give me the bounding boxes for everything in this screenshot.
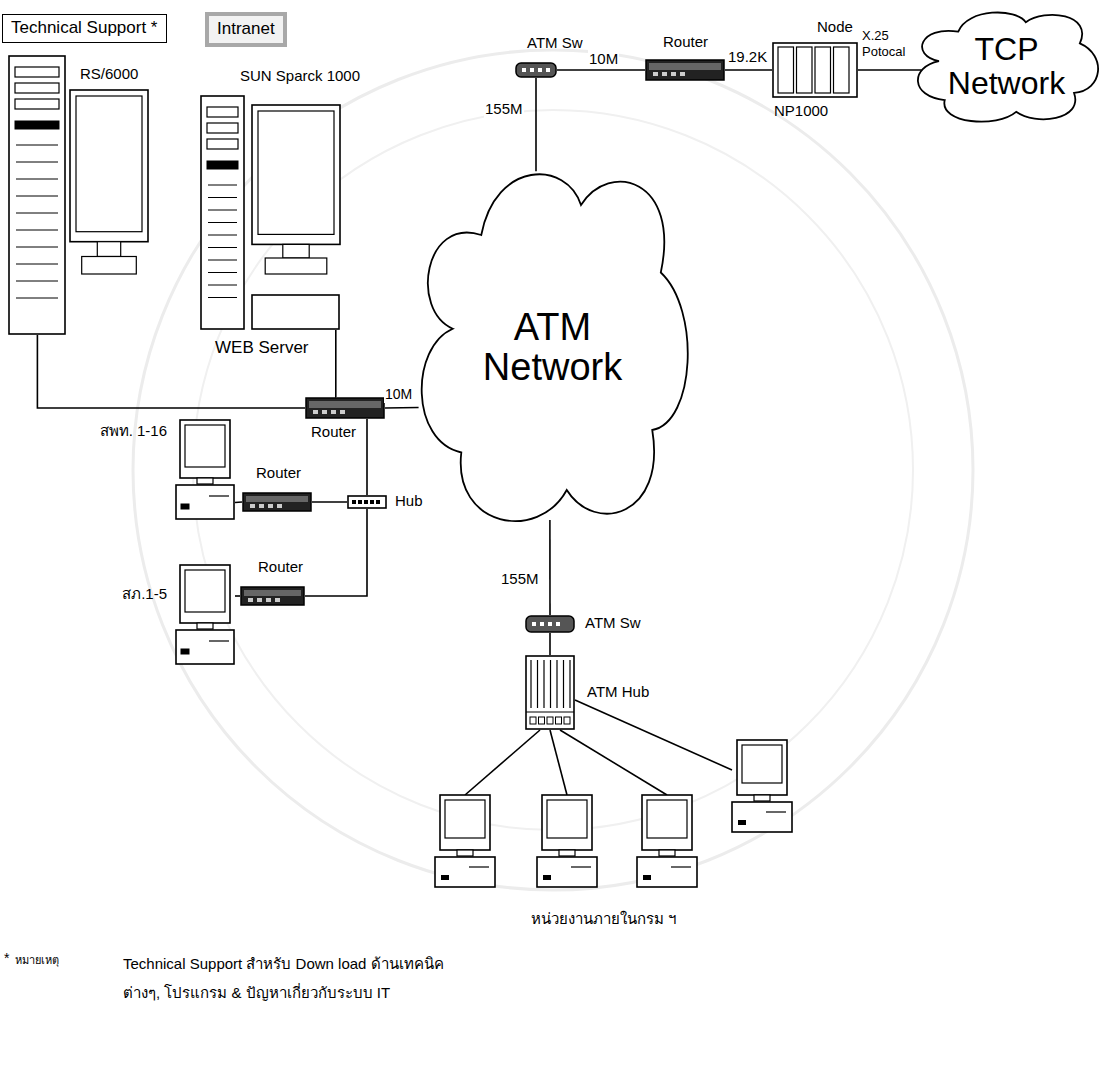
link-speed: 19.2K: [727, 48, 768, 66]
network-link: [366, 419, 368, 495]
network-link: [235, 595, 240, 597]
network-link: [858, 69, 922, 71]
note-text: Technical Support สำหรับ Down load ด้านเ…: [122, 950, 454, 1007]
node-label: Router: [258, 558, 303, 576]
network-link: [725, 69, 772, 71]
node-label: ATM Network: [468, 308, 638, 388]
atmhub-icon: [525, 655, 575, 730]
node-label: Router: [311, 423, 356, 441]
group-caption: หน่วยงานภายในกรม ฯ: [530, 910, 677, 928]
node-label: Router: [256, 464, 301, 482]
node-label: Node: [817, 18, 853, 36]
pc-icon: [732, 740, 792, 832]
node-label: TCP Network: [942, 33, 1072, 100]
link-speed: 155M: [484, 100, 524, 118]
link-speed: 10M: [384, 386, 413, 403]
node-label: ATM Hub: [587, 683, 649, 701]
sun-icon: [200, 95, 340, 330]
rack-icon: [772, 42, 858, 98]
atm-switch: ATM Sw: [515, 62, 557, 78]
pc-icon: [435, 795, 495, 887]
router-device: Router: [305, 397, 385, 419]
pc-icon: [175, 565, 235, 665]
router-icon: [240, 586, 305, 606]
network-link: [535, 78, 537, 171]
node-label: Hub: [395, 492, 423, 510]
router-icon: [645, 59, 725, 81]
seal-watermark: [133, 50, 973, 890]
node-label: RS/6000: [80, 65, 138, 83]
server-computer: SUN Sparck 1000WEB Server: [200, 95, 340, 330]
node-label: Technical Support *: [11, 18, 157, 38]
network-link: [335, 330, 337, 397]
pc-icon: [175, 420, 235, 520]
link-speed: X.25 Potocal: [861, 28, 911, 59]
sw-icon: [515, 62, 557, 78]
hub-device: Hub: [347, 495, 387, 509]
node-rack: NodeNP1000: [772, 42, 858, 98]
sw-icon: [525, 615, 575, 633]
node-label: ATM Sw: [527, 34, 583, 52]
note-mark: *: [3, 950, 10, 967]
node-label: Intranet: [217, 19, 275, 39]
node-label: NP1000: [774, 102, 828, 120]
server-computer: RS/6000: [8, 55, 148, 335]
title-box: Intranet: [205, 12, 287, 47]
link-speed: 10M: [588, 50, 619, 68]
network-link: [305, 509, 367, 596]
client-computer: สพท. 1-16: [175, 420, 235, 520]
seal-watermark: [193, 110, 913, 830]
network-link: [549, 633, 551, 655]
title-box: Technical Support *: [2, 14, 167, 43]
atm-hub: ATM Hub: [525, 655, 575, 730]
router-device: Router: [645, 59, 725, 81]
link-speed: 155M: [500, 570, 540, 588]
network-link: [312, 501, 347, 503]
pc-icon: [637, 795, 697, 887]
network-link: [385, 407, 419, 409]
router-device: Router: [242, 492, 312, 512]
node-label: สพท. 1-16: [100, 422, 167, 440]
node-label: Router: [663, 33, 708, 51]
rs-icon: [8, 55, 148, 335]
router-icon: [242, 492, 312, 512]
client-computer: สภ.1-5: [175, 565, 235, 665]
atm-switch: ATM Sw: [525, 615, 575, 633]
router-icon: [305, 397, 385, 419]
hub-to-pc-wires: [465, 700, 732, 795]
node-label: สภ.1-5: [122, 585, 167, 603]
node-label: WEB Server: [215, 338, 309, 358]
pc-icon: [537, 795, 597, 887]
network-cloud: TCP Network: [910, 8, 1103, 126]
note-heading: หมายเหตุ: [14, 954, 60, 967]
node-label: SUN Sparck 1000: [240, 67, 360, 85]
network-cloud: ATM Network: [410, 160, 695, 535]
network-link: [557, 69, 645, 71]
router-device: Router: [240, 586, 305, 606]
network-link: [549, 520, 551, 615]
hub-icon: [347, 495, 387, 509]
network-link: [235, 501, 242, 503]
node-label: ATM Sw: [585, 614, 641, 632]
